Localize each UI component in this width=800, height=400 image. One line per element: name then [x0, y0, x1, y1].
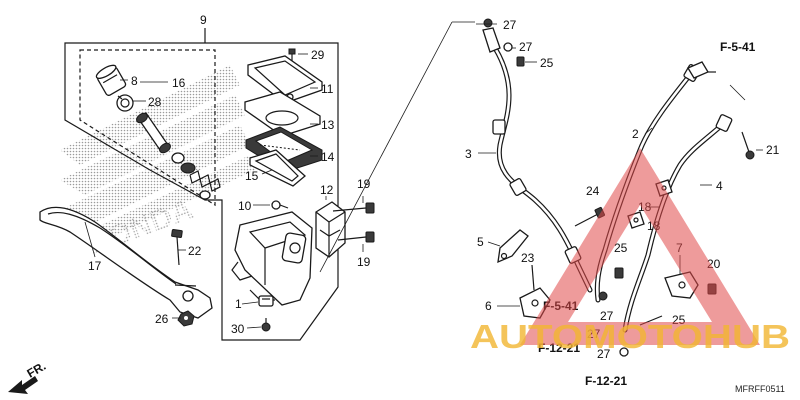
reservoir-stack [244, 48, 323, 187]
bolt-part-19-upper[interactable] [332, 202, 375, 214]
callout-11: 11 [321, 82, 334, 96]
callout-25-mid: 25 [614, 241, 628, 255]
watermark-text: AUTOMOTOHUB [470, 318, 790, 355]
boot-part-8[interactable] [95, 63, 127, 97]
bolt-part-23[interactable] [531, 264, 535, 291]
watermark: AUTOMOTOHUB [470, 148, 790, 355]
front-direction-indicator: FR. [8, 359, 48, 394]
callout-22: 22 [188, 244, 202, 258]
diagram-code: MFRFF0511 [735, 384, 785, 394]
callout-21: 21 [766, 143, 780, 157]
direction-label: FR. [25, 359, 49, 381]
callout-29: 29 [311, 48, 325, 62]
callout-12: 12 [320, 183, 334, 197]
piston-kit [95, 63, 221, 200]
stay-part-5[interactable] [497, 229, 529, 264]
bolt-part-19-lower[interactable] [337, 231, 375, 243]
cap-part-11[interactable] [247, 55, 323, 104]
nut-part-26[interactable] [177, 310, 195, 327]
screw-part-30[interactable] [261, 318, 271, 332]
connector-top-right[interactable] [687, 61, 716, 79]
screw-part-10[interactable] [271, 200, 289, 210]
callout-27-top: 27 [503, 18, 517, 32]
piston-assembly[interactable] [135, 111, 221, 200]
callout-6: 6 [485, 299, 492, 313]
callout-24: 24 [586, 184, 600, 198]
callout-27-mid: 27 [600, 309, 614, 323]
bolt-part-21[interactable] [741, 131, 755, 160]
switch-part-1[interactable] [258, 295, 274, 307]
brake-lever-part-17[interactable] [39, 206, 213, 319]
callout-4: 4 [716, 179, 723, 193]
callout-26: 26 [155, 312, 169, 326]
callout-25-top: 25 [540, 56, 554, 70]
callout-9: 9 [200, 13, 207, 27]
callout-10: 10 [238, 199, 252, 213]
pivot-bolt-part-22[interactable] [171, 228, 183, 266]
callout-14: 14 [321, 150, 335, 164]
callout-19-upper: 19 [357, 177, 371, 191]
callout-30: 30 [231, 322, 245, 336]
ref-f-12-21-right: F-12-21 [585, 374, 627, 388]
callout-1: 1 [235, 297, 242, 311]
holder-part-12[interactable] [315, 201, 346, 258]
fitting-part-25-mid[interactable] [614, 267, 624, 279]
arrow-icon [8, 376, 38, 394]
callout-28: 28 [148, 95, 162, 109]
ref-f-5-41-top: F-5-41 [720, 40, 756, 54]
circlip-part-28[interactable] [116, 94, 134, 112]
plate-part-13[interactable] [244, 91, 321, 137]
callout-23: 23 [521, 251, 535, 265]
master-cylinder-group-outline [64, 28, 339, 341]
banjo-fitting-upper[interactable] [482, 18, 525, 67]
callout-13: 13 [321, 118, 335, 132]
callout-27-second: 27 [519, 40, 533, 54]
callout-2: 2 [632, 127, 639, 141]
washer-part-27-low[interactable] [598, 291, 629, 357]
callout-5: 5 [477, 235, 484, 249]
master-cylinder-body[interactable] [231, 211, 313, 306]
callout-8: 8 [131, 74, 138, 88]
callout-3: 3 [465, 147, 472, 161]
callout-17: 17 [88, 259, 102, 273]
gasket-part-15[interactable] [249, 149, 306, 187]
callout-19-lower: 19 [357, 255, 371, 269]
watermark-triangle-icon [520, 148, 760, 345]
callout-15: 15 [245, 169, 259, 183]
callout-16: 16 [172, 76, 186, 90]
callout-27-low: 27 [597, 347, 611, 361]
